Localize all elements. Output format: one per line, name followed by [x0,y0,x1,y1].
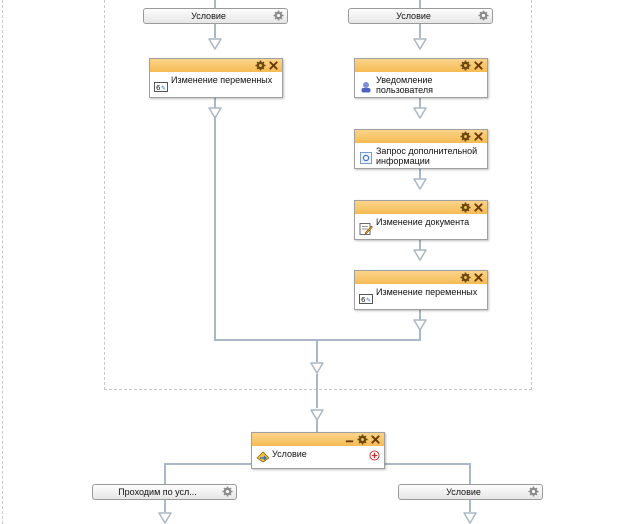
arrow-down-icon [310,362,324,374]
close-icon[interactable] [473,272,484,283]
block-title: Изменение переменных [376,287,478,297]
arrow-down-icon [208,38,222,50]
connector-center-3 [316,420,318,432]
gear-icon[interactable] [460,60,471,71]
gear-icon[interactable] [460,131,471,142]
block-title: Условие [272,449,307,459]
dashed-border-outer-left [2,0,3,524]
notify-user-icon [359,81,373,93]
close-icon[interactable] [473,131,484,142]
close-icon[interactable] [370,434,381,445]
arrow-down-icon [413,178,427,190]
gear-icon[interactable] [255,60,266,71]
connector-right-2 [419,96,421,108]
connector-top-left [214,0,216,9]
gear-icon[interactable] [460,202,471,213]
group-border-left [104,0,105,390]
activity-block-right-variables[interactable]: Изменение переменных [354,270,488,310]
block-title: Запрос дополнительной информации [376,146,478,166]
arrow-down-icon [413,249,427,261]
block-title: Уведомление пользователя [376,75,433,95]
variables-icon [154,81,168,93]
gear-icon[interactable] [528,486,539,497]
block-header[interactable] [150,59,282,72]
connector-center-2 [316,374,318,408]
close-icon[interactable] [473,60,484,71]
connector-bottom-left [164,463,166,485]
arrow-down-icon [310,409,324,421]
connector-right-5 [419,308,421,320]
condition-pill-top-right[interactable]: Условие [348,8,493,24]
connector-top-right [419,0,421,9]
condition-pill-bottom-left[interactable]: Проходим по усл... [92,484,237,500]
condition-pill-top-left[interactable]: Условие [143,8,288,24]
close-icon[interactable] [473,202,484,213]
condition-label: Проходим по усл... [118,487,197,497]
arrow-down-icon [463,512,477,524]
connector-center-1 [316,340,318,362]
gear-icon[interactable] [222,486,233,497]
arrow-down-icon [413,38,427,50]
connector-right-1 [419,24,421,38]
connector-left-long [214,118,216,340]
close-icon[interactable] [268,60,279,71]
arrow-down-icon [158,512,172,524]
minimize-icon[interactable] [344,434,355,445]
gear-icon[interactable] [478,10,489,21]
connector-bottom-left-2 [164,499,166,512]
connector-right-3 [419,167,421,179]
edit-document-icon [359,223,373,235]
block-header[interactable] [355,130,487,143]
activity-block-info-request[interactable]: Запрос дополнительной информации [354,129,488,169]
group-border-bottom [104,389,532,390]
condition-pill-bottom-right[interactable]: Условие [398,484,543,500]
condition-label: Условие [396,11,431,21]
arrow-down-icon [208,107,222,119]
connector-right-4 [419,238,421,250]
condition-label: Условие [446,487,481,497]
condition-block[interactable]: Условие [251,432,385,469]
activity-block-notify-user[interactable]: Уведомление пользователя [354,58,488,98]
activity-block-left-variables[interactable]: Изменение переменных [149,58,283,98]
connector-right-6 [419,330,421,340]
condition-icon [256,451,270,463]
activity-block-edit-document[interactable]: Изменение документа [354,200,488,240]
connector-left-2 [214,96,216,108]
gear-icon[interactable] [460,272,471,283]
group-border-right [531,0,532,390]
connector-left-1 [214,24,216,38]
block-header[interactable] [355,59,487,72]
block-header[interactable] [252,433,384,446]
info-request-icon [359,152,373,164]
block-title: Изменение переменных [171,75,273,85]
connector-bottom-right [469,463,471,485]
block-header[interactable] [355,201,487,214]
variables-icon [359,293,373,305]
block-header[interactable] [355,271,487,284]
gear-icon[interactable] [357,434,368,445]
gear-icon[interactable] [273,10,284,21]
connector-bottom-right-2 [469,499,471,512]
add-branch-icon[interactable] [369,450,380,461]
arrow-down-icon [413,319,427,331]
condition-label: Условие [191,11,226,21]
arrow-down-icon [413,107,427,119]
block-title: Изменение документа [376,217,470,227]
